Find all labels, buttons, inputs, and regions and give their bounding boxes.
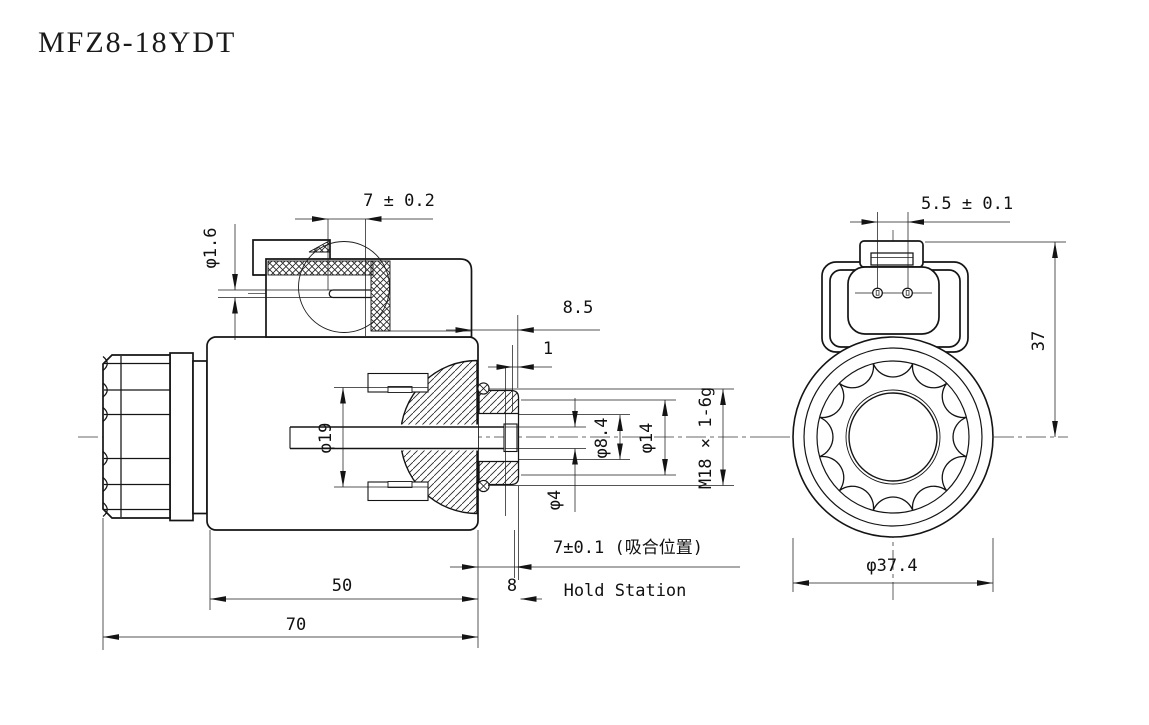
- connector: [821, 240, 969, 353]
- dim-washer: 1: [543, 339, 553, 359]
- pin-end-cap: [503, 423, 518, 453]
- dim-thread-spec: M18 × 1-6g: [696, 387, 716, 489]
- detail-circle: [298, 241, 390, 333]
- front-view: [770, 230, 1068, 600]
- dim-stroke-en: Hold Station: [564, 581, 687, 601]
- twelve-point-ring: [819, 363, 967, 511]
- center-bore: [848, 392, 938, 482]
- knurled-nut: [102, 352, 208, 522]
- dim-terminal-spacing: 5.5 ± 0.1: [921, 194, 1013, 214]
- pin-bore: [396, 424, 478, 451]
- drawing-title: MFZ8-18YDT: [38, 26, 236, 59]
- coil-front: [792, 336, 994, 538]
- side-section-view: [78, 239, 772, 531]
- dimension-arrows: [103, 216, 1058, 640]
- dim-plug-depth: 8.5: [563, 298, 594, 318]
- o-ring-bottom: [477, 479, 490, 493]
- dim-armature-dia: φ19: [316, 423, 336, 454]
- dim-terminal-pin-dia: φ1.6: [201, 228, 221, 269]
- dim-terminal-pin-offset: 7 ± 0.2: [363, 191, 435, 211]
- threaded-plug: [478, 389, 520, 486]
- dim-total-length: 70: [286, 615, 306, 635]
- dim-stroke: 7±0.1 (吸合位置): [553, 538, 703, 558]
- push-pin: [289, 426, 504, 450]
- seal-column-section: [370, 260, 391, 332]
- connector-pin-right: [902, 287, 913, 299]
- connector-pin-left: [872, 287, 883, 299]
- o-ring-top: [477, 382, 490, 395]
- dimension-lines: [102, 212, 1066, 650]
- dim-outer-dia: φ37.4: [866, 556, 917, 576]
- dim-seat-dia: φ14: [637, 423, 657, 454]
- dim-center-height: 37: [1029, 331, 1049, 351]
- dim-bore-dia: φ8.4: [592, 418, 612, 459]
- dim-push-pin-dia: φ4: [545, 490, 565, 510]
- seal-section: [267, 260, 374, 276]
- dim-coil-length: 50: [332, 576, 352, 596]
- seal-wedge-section: [308, 239, 331, 253]
- connector-face: [847, 266, 940, 335]
- dim-thread-length: 8: [507, 576, 517, 596]
